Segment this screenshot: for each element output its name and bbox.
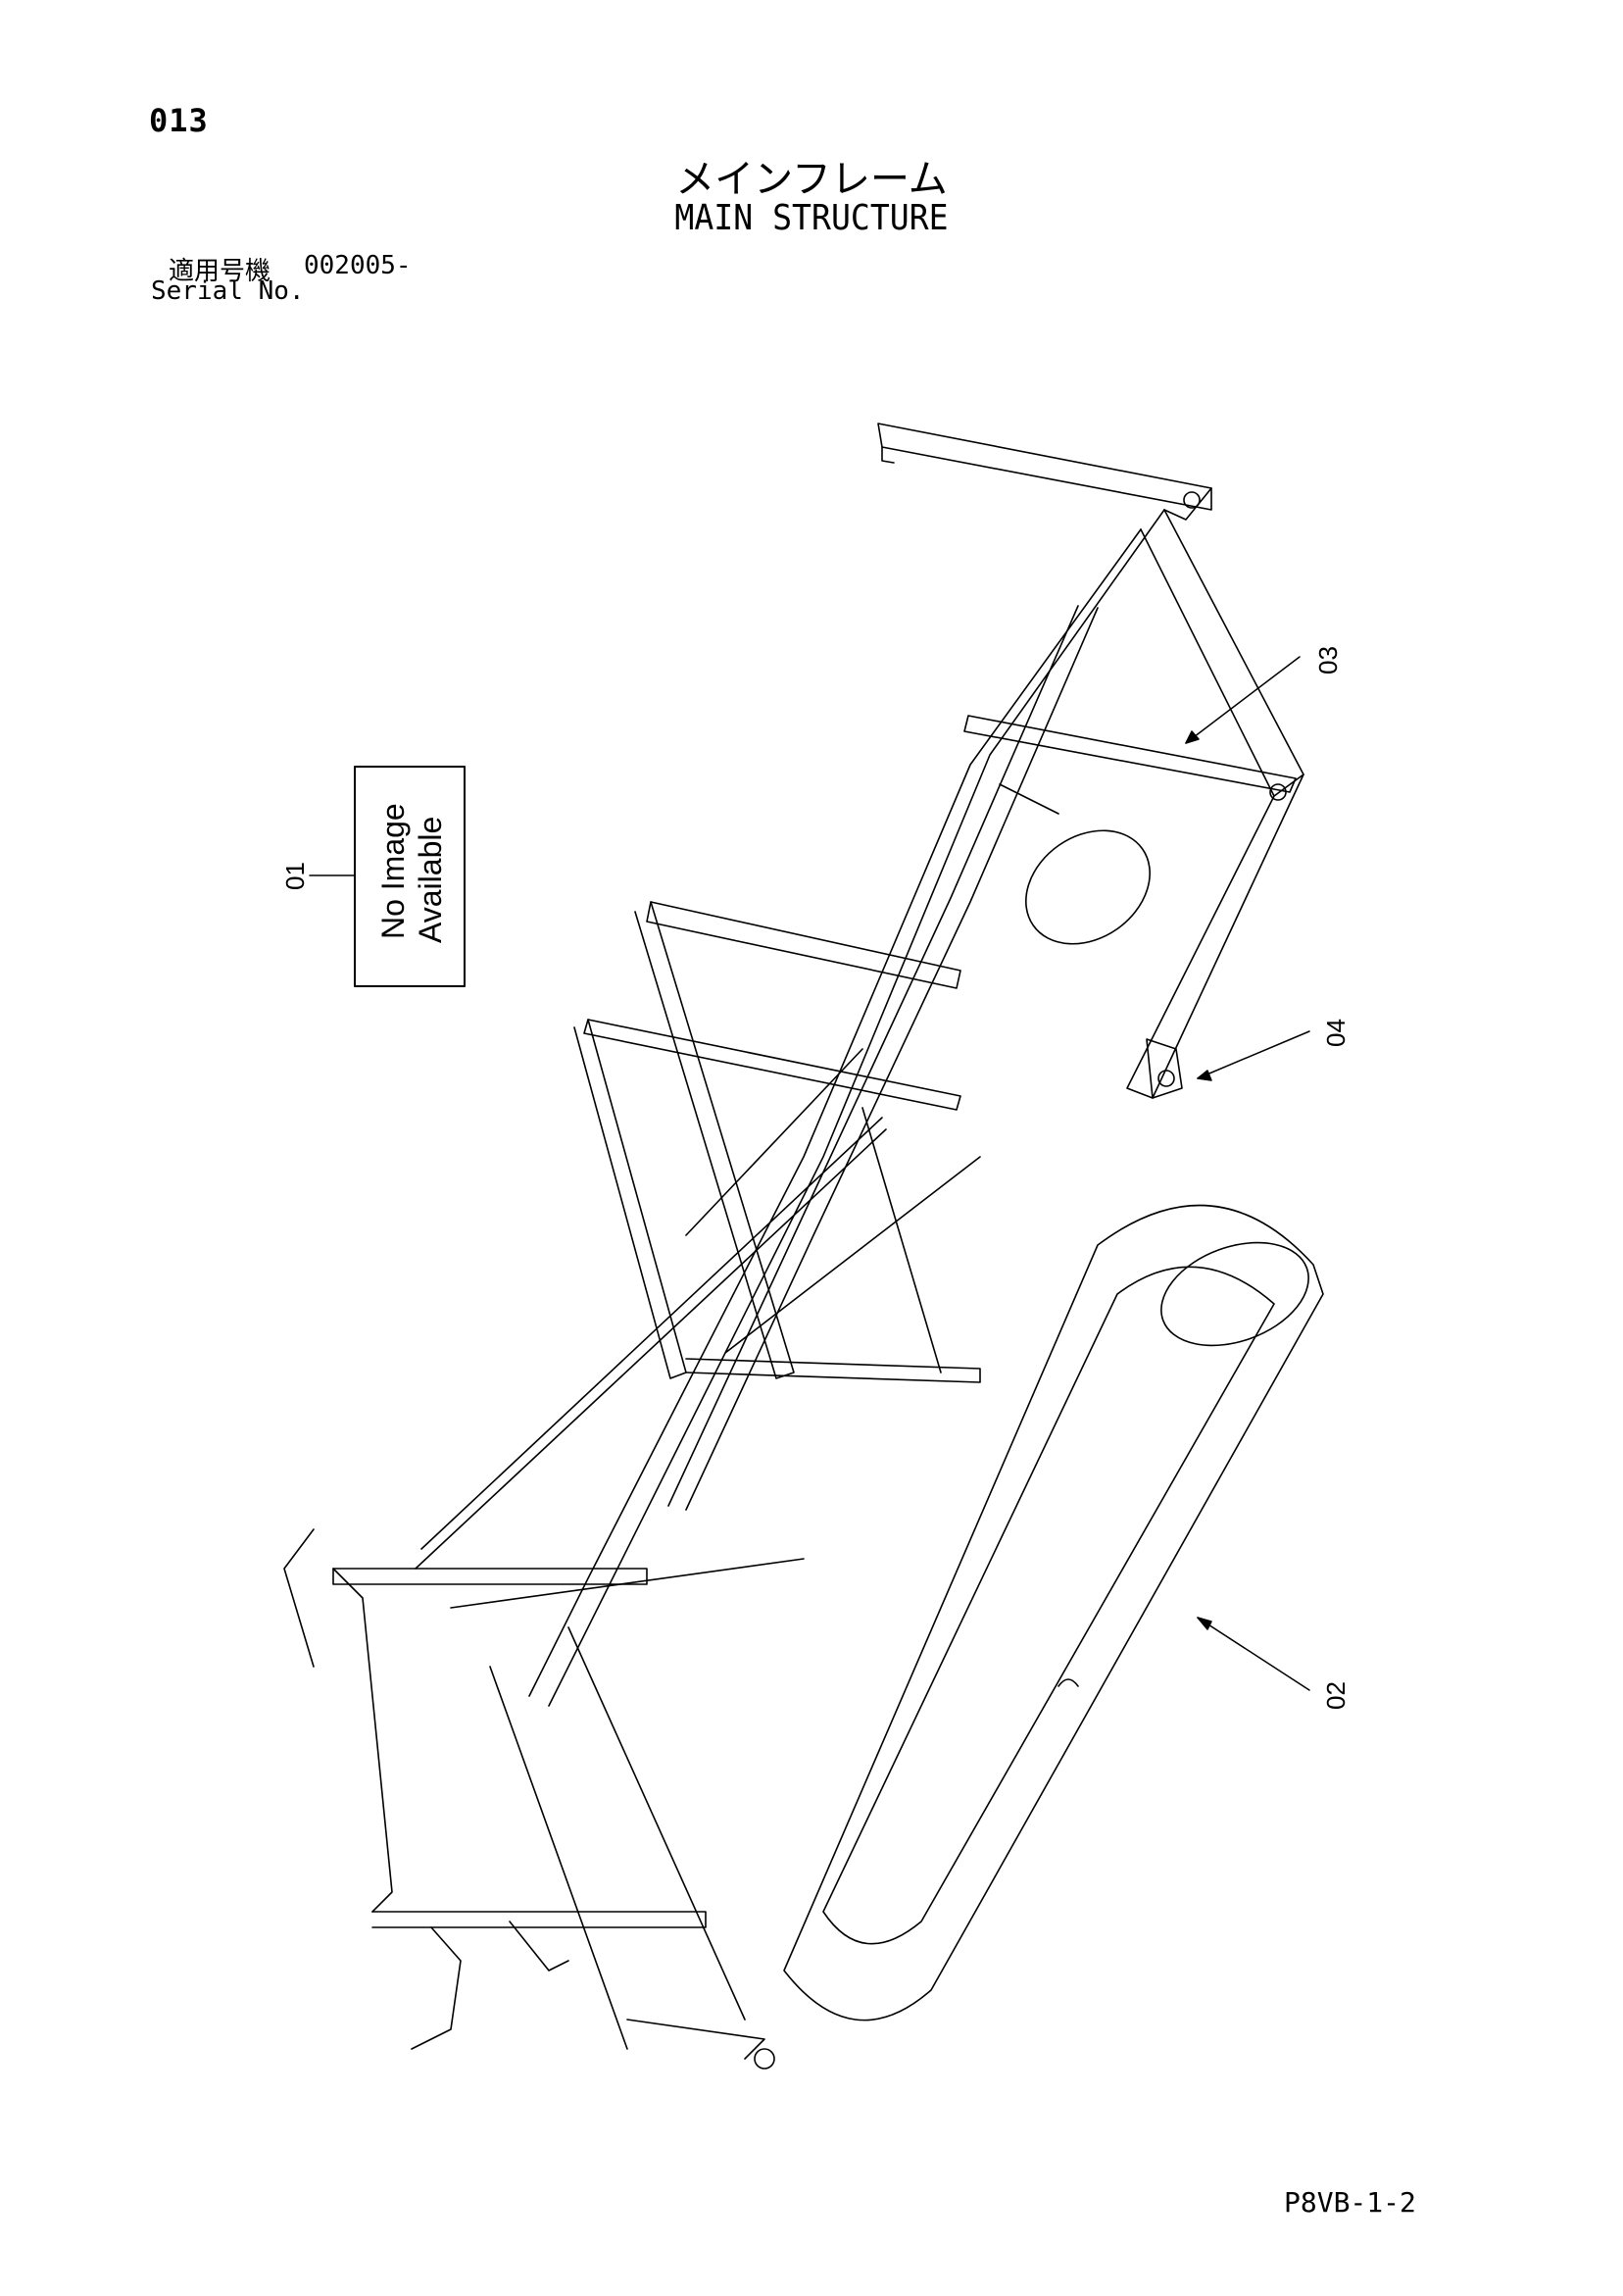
placeholder-line-2: Available: [413, 817, 448, 943]
leader-04: [1197, 1030, 1310, 1079]
serial-label-english: Serial No.: [151, 276, 305, 306]
right-rail-upper: [1126, 774, 1304, 1099]
no-image-placeholder: No Image Available: [354, 766, 466, 987]
mid-vertical-1: [634, 901, 795, 1379]
title-japanese: メインフレーム: [675, 157, 948, 202]
mid-bottom-beam: [685, 1358, 981, 1383]
inner-rail: [685, 607, 1099, 1511]
tank-ring-top: [1025, 829, 1151, 945]
title-english: MAIN STRUCTURE: [674, 198, 949, 238]
callout-02: 02: [1321, 1681, 1351, 1710]
cross-beam-03: [963, 715, 1297, 793]
page-number: 013: [149, 102, 209, 139]
mid-cross-beam-2: [583, 1019, 961, 1111]
lifting-lug-04: [1146, 1038, 1183, 1099]
footer-code: P8VB-1-2: [1284, 2186, 1416, 2219]
arrow-02: [1197, 1617, 1212, 1630]
front-bracket-bottom: [411, 1926, 462, 2050]
track-plug: [1057, 1678, 1079, 1687]
leader-03: [1185, 656, 1301, 744]
leader-lines: [309, 656, 1310, 1691]
track-pontoon-02: [783, 1204, 1324, 2021]
serial-range: 002005-: [304, 251, 412, 280]
leader-02: [1197, 1617, 1310, 1691]
serial-label-japanese: 適用号機: [169, 257, 271, 286]
placeholder-box: [354, 766, 466, 987]
arrow-04: [1197, 1070, 1212, 1081]
callout-03: 03: [1313, 646, 1343, 674]
placeholder-line-1: No Image: [375, 803, 411, 939]
track-end-ring: [1160, 1241, 1309, 1347]
track-pontoon-inner: [822, 1266, 1275, 1945]
arrow-03: [1185, 730, 1200, 744]
mid-cross-beam-1: [646, 901, 961, 989]
left-rail-top: [548, 509, 1165, 1707]
callout-01: 01: [280, 862, 310, 890]
front-left-post: [332, 1568, 393, 1913]
front-bracket-top: [283, 1528, 315, 1668]
main-structure-frame: [283, 423, 1324, 2070]
rear-side-rail: [1140, 509, 1304, 797]
front-bottom-beam: [371, 1911, 707, 1928]
rear-top-beam: [877, 423, 1212, 511]
rear-top-corner: [1163, 487, 1212, 521]
left-rail-bottom: [528, 528, 1142, 1697]
long-diagonal-brace: [420, 1117, 883, 1550]
mid-vertical-2: [573, 1019, 687, 1379]
callout-04: 04: [1321, 1019, 1351, 1047]
front-top-beam: [332, 1568, 648, 1585]
